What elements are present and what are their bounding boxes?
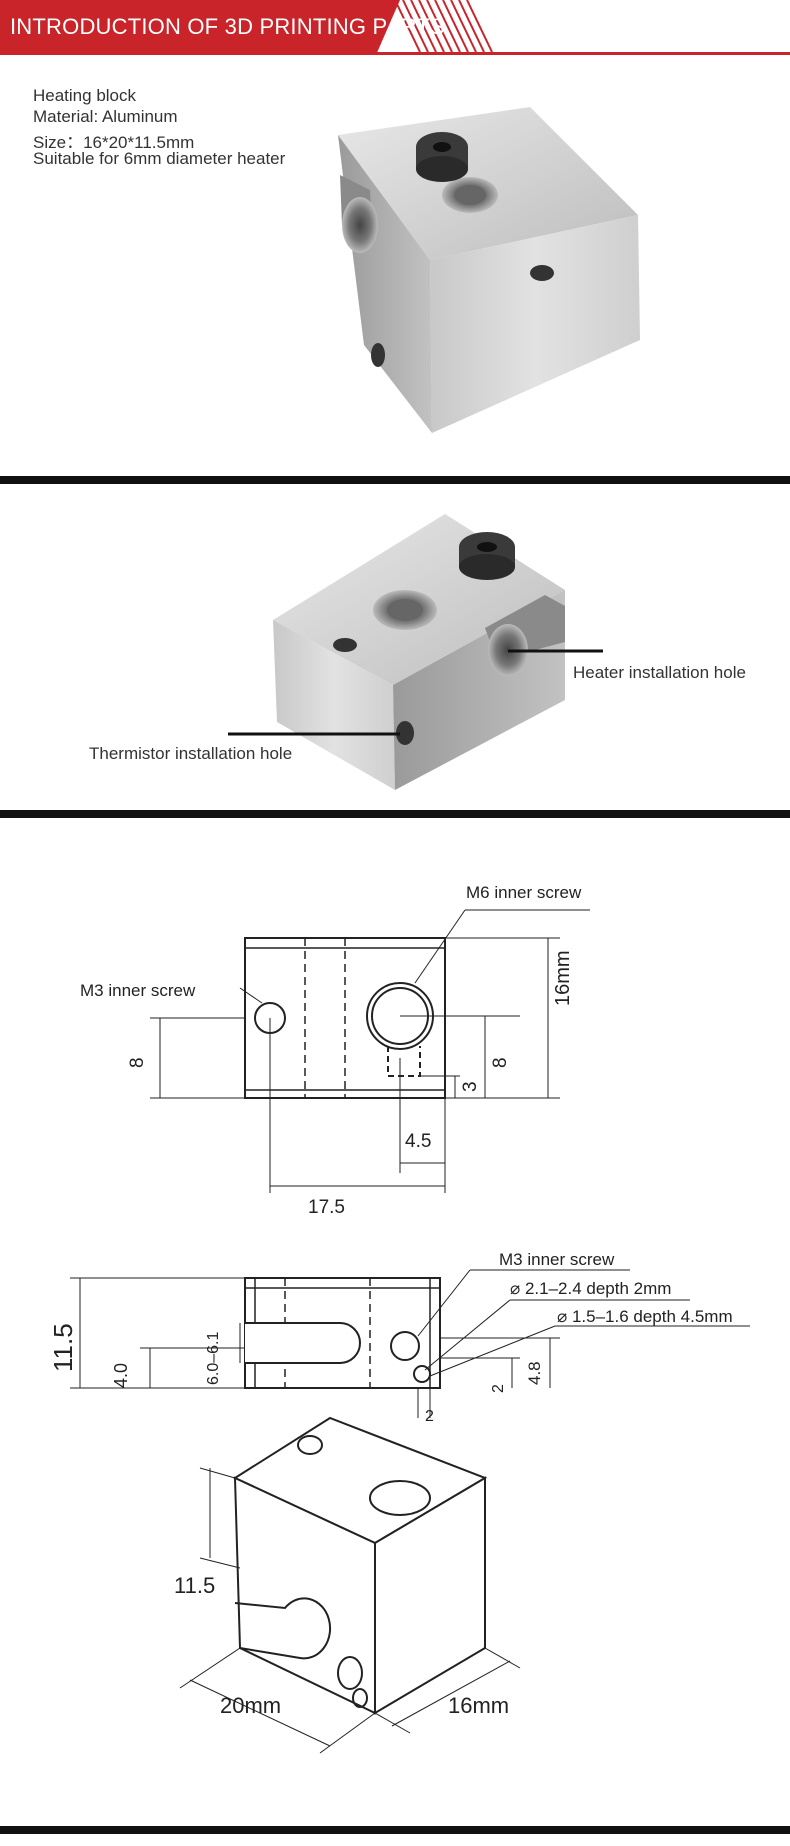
dim-6-0-6-1-label: 6.0–6.1 (205, 1331, 222, 1385)
dim-8-left-label: 8 (127, 1057, 148, 1068)
dim-16mm-iso-label: 16mm (448, 1693, 510, 1718)
dim-20mm-label: 20mm (220, 1693, 282, 1718)
section-separator (0, 476, 790, 484)
dim-4-5-label: 4.5 (405, 1131, 432, 1152)
header-underline (0, 52, 790, 55)
m3-screw-label: M3 inner screw (80, 981, 196, 1000)
dim-8-right-label: 8 (490, 1057, 511, 1068)
dim-4-0-label: 4.0 (111, 1362, 131, 1388)
page-title: INTRODUCTION OF 3D PRINTING PARTS (10, 14, 445, 39)
dim-4-8-label: 4.8 (525, 1361, 544, 1385)
heating-block-labeled-photo (273, 514, 565, 790)
spec-size: Size：16*20*11.5mm (33, 133, 195, 152)
isometric-drawing (179, 1416, 521, 1754)
section-separator (0, 810, 790, 818)
dim-3-label: 3 (460, 1081, 481, 1092)
spec-material: Material: Aluminum (33, 107, 178, 126)
m3-screw-side-label: M3 inner screw (499, 1250, 615, 1269)
spec-name: Heating block (33, 86, 137, 105)
dim-11-5-iso-label: 11.5 (174, 1573, 216, 1598)
hole-1-5-label: ⌀ 1.5–1.6 depth 4.5mm (557, 1307, 733, 1326)
heater-hole-label: Heater installation hole (573, 663, 746, 682)
side-view-drawing (70, 1269, 750, 1418)
dim-11-5-side-label: 11.5 (48, 1323, 78, 1372)
dim-16mm-label: 16mm (552, 950, 574, 1006)
m6-screw-label: M6 inner screw (466, 883, 582, 902)
heating-block-photo (338, 107, 640, 433)
dim-2-bottom-label: 2 (425, 1408, 434, 1425)
dim-2-label: 2 (490, 1384, 507, 1393)
dim-17-5-label: 17.5 (308, 1197, 345, 1218)
hole-2-1-label: ⌀ 2.1–2.4 depth 2mm (510, 1279, 672, 1298)
top-view-drawing (150, 909, 590, 1193)
spec-heater: Suitable for 6mm diameter heater (33, 149, 286, 168)
section-separator (0, 1826, 790, 1834)
header-banner (0, 0, 400, 55)
technical-drawings (70, 909, 750, 1754)
photo-callout-lines (228, 649, 603, 736)
header-hatch-decoration (394, 0, 493, 52)
thermistor-hole-label: Thermistor installation hole (89, 744, 293, 763)
